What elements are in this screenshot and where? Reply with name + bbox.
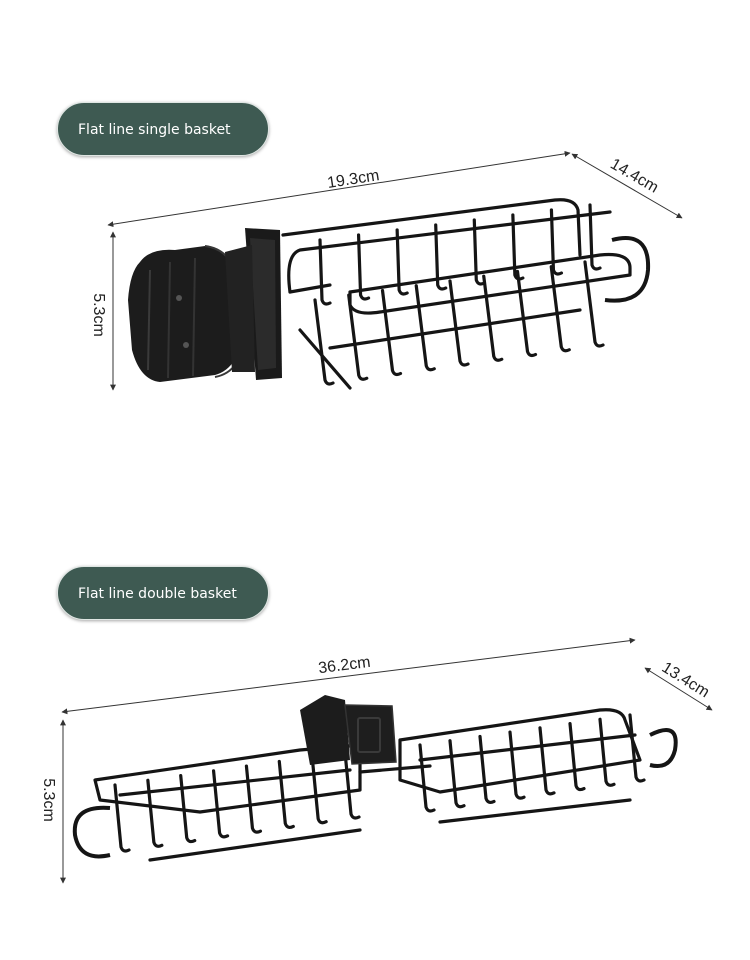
single-width-label: 19.3cm <box>326 167 380 192</box>
basket-wire-bar <box>478 734 496 805</box>
single-width-line <box>107 150 571 228</box>
basket-wire-bar <box>313 298 335 386</box>
basket-wire-bar <box>583 260 605 348</box>
basket-wire-bar <box>568 721 586 792</box>
basket-wire-bar <box>113 783 131 853</box>
basket-wire-bar <box>395 228 409 296</box>
basket-wire-bar <box>549 265 571 353</box>
basket-wire-bar <box>508 730 526 800</box>
section-label-single: Flat line single basket <box>57 102 269 156</box>
section-label-double-text: Flat line double basket <box>78 586 237 602</box>
basket-wire-bar <box>538 726 556 796</box>
basket-wire-bar <box>448 739 466 809</box>
basket-wire-bar <box>434 223 448 291</box>
double-width-label: 36.2cm <box>317 654 371 677</box>
basket-wire-bar <box>418 743 436 813</box>
basket-wire-bar <box>448 279 470 367</box>
basket-wire-bar <box>343 750 361 820</box>
basket-wire-bar <box>347 293 369 381</box>
single-height-label: 5.3cm <box>90 293 107 337</box>
basket-wire-bar <box>310 755 328 825</box>
basket-wire-bar <box>380 288 403 377</box>
basket-wire-bar <box>211 769 230 839</box>
basket-wire-bar <box>482 274 504 362</box>
double-width-line <box>61 637 636 715</box>
basket-wire-bar <box>515 269 538 358</box>
section-label-single-text: Flat line single basket <box>78 122 231 138</box>
double-height-label: 5.3cm <box>40 778 57 822</box>
basket-wire-bar <box>179 773 197 844</box>
basket-wire-bar <box>598 717 616 787</box>
double-clamp <box>300 695 397 765</box>
basket-wire-bar <box>244 764 263 834</box>
single-depth-line <box>571 153 683 219</box>
single-basket-product <box>128 198 651 390</box>
section-label-double: Flat line double basket <box>57 566 269 620</box>
basket-wire-bar <box>277 759 295 830</box>
basket-wire-bar <box>414 284 436 372</box>
basket-wire-bar <box>318 238 332 306</box>
double-depth-label: 13.4cm <box>659 659 713 701</box>
basket-wire-bar <box>628 713 646 783</box>
basket-wire-bar <box>146 778 164 848</box>
double-basket-product <box>72 695 678 862</box>
double-depth-line <box>644 667 713 711</box>
basket-wire-bar <box>356 233 371 301</box>
single-clamp-knob <box>128 245 246 382</box>
basket-wire-bar <box>549 208 564 276</box>
basket-wire-bar <box>588 203 602 271</box>
